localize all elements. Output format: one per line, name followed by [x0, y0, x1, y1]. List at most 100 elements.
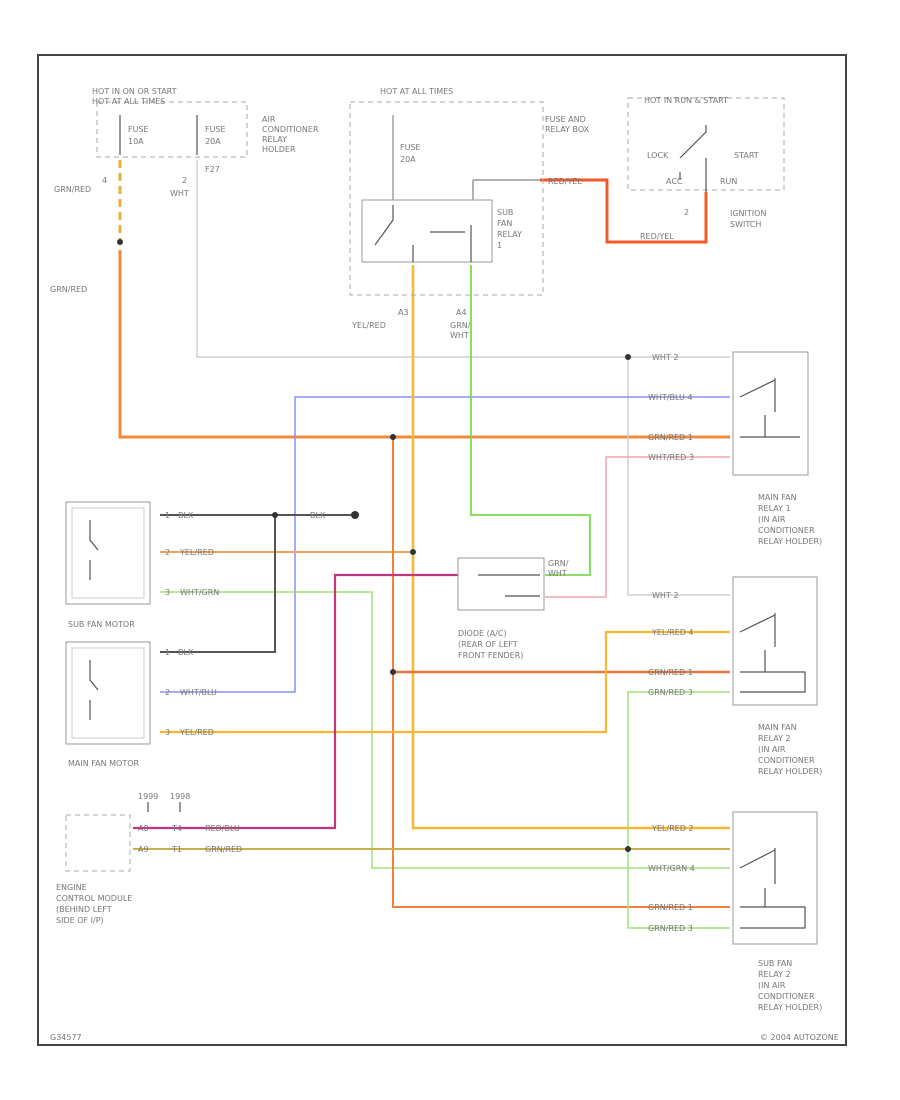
sub-fan-motor-body [65, 501, 151, 605]
mr2-wht: WHT 2 [652, 591, 678, 600]
main-fan-relay-2-switch [739, 613, 806, 693]
sr2-title-1: SUB FAN [758, 959, 792, 968]
sr2-title-4: CONDITIONER [758, 992, 815, 1001]
sfm-pin-3: 3 [165, 588, 170, 597]
diode-symbol [478, 574, 540, 597]
mfm-title: MAIN FAN MOTOR [68, 759, 140, 768]
mr1-title-2: RELAY 1 [758, 504, 791, 513]
wire-red-yel [540, 178, 708, 244]
wire-label-yel-red-a3: YEL/RED [351, 321, 386, 330]
fuse-block-outline [96, 101, 248, 158]
diode-body [457, 557, 545, 611]
mr1-wht-blu: WHT/BLU 4 [648, 393, 693, 402]
mr2-grn-red-3: GRN/RED 3 [648, 688, 693, 697]
wires [118, 115, 730, 929]
main-fan-motor-body [65, 641, 151, 745]
wire-label-grn-wht-a4-1: GRN/ [450, 321, 471, 330]
ecm-pin-a9: A9 [138, 845, 149, 854]
wire-wht-red [545, 456, 730, 598]
wire-grn-red-lg [627, 691, 730, 929]
ign-label-1: IGNITION [730, 209, 766, 218]
sfm-wht-grn: WHT/GRN [180, 588, 219, 597]
label-hot-run-start: HOT IN RUN & START [644, 96, 728, 105]
label-f27: F27 [205, 165, 220, 174]
ign-lock: LOCK [647, 151, 669, 160]
wire-label-wht: WHT [170, 189, 189, 198]
ecm-title-4: SIDE OF I/P) [56, 916, 104, 925]
mr2-title-5: RELAY HOLDER) [758, 767, 822, 776]
main-fan-relay-1-body [732, 351, 809, 476]
wire-label-grn-red-2: GRN/RED [50, 285, 87, 294]
mr1-title-1: MAIN FAN [758, 493, 797, 502]
sfm-blk: BLK [178, 511, 194, 520]
diode-title-3: FRONT FENDER) [458, 651, 523, 660]
sfm-yel-red: YEL/RED [179, 548, 214, 557]
ecm-year-markers [147, 802, 181, 812]
sfm-title: SUB FAN MOTOR [68, 620, 135, 629]
ecm-red-blu: RED/BLU [205, 824, 240, 833]
ignition-switch-contacts [679, 125, 707, 192]
ecm-title-1: ENGINE [56, 883, 87, 892]
fuse1-value: 10A [128, 137, 144, 146]
mfm-blk: BLK [178, 648, 194, 657]
ground-dot [351, 511, 359, 519]
ecm-pin-a8: A8 [138, 824, 149, 833]
ign-start: START [734, 151, 759, 160]
main-fan-motor-symbol [89, 660, 99, 720]
main-fan-relay-1-switch [739, 378, 800, 438]
fuse-relay-box-outline [349, 101, 544, 296]
mr1-wht: WHT 2 [652, 353, 678, 362]
ign-label-2: SWITCH [730, 220, 761, 229]
pin-a3-label: A3 [398, 308, 409, 317]
sub-fan-motor-inner [71, 507, 145, 599]
ecm-year-1998: 1998 [170, 792, 190, 801]
mfm-wht-blu: WHT/BLU [180, 688, 217, 697]
fuse2-name: FUSE [205, 125, 226, 134]
sub-fan-relay-1-label-4: 1 [497, 241, 502, 250]
wire-grn-wht-a4 [470, 265, 591, 576]
mfm-yel-red: YEL/RED [179, 728, 214, 737]
wire-label-red-yel-top: RED/YEL [548, 177, 582, 186]
mr1-title-5: RELAY HOLDER) [758, 537, 822, 546]
ecm-title-2: CONTROL MODULE [56, 894, 132, 903]
sub-fan-relay-1-switch [374, 205, 472, 262]
pin-4-label: 4 [102, 176, 107, 185]
mr1-wht-red: WHT/RED 3 [648, 453, 694, 462]
junctions [117, 239, 631, 852]
diode-title-2: (REAR OF LEFT [458, 640, 518, 649]
fuse3-name: FUSE [400, 143, 421, 152]
sub-fan-relay-2-switch [739, 848, 806, 929]
credits: © 2004 AUTOZONE [760, 1033, 839, 1042]
ecm-grn-red: GRN/RED [205, 845, 242, 854]
fuse-relay-box-label-2: RELAY BOX [545, 125, 590, 134]
diode-grn-1: GRN/ [548, 559, 569, 568]
wire-label-grn-wht-a4-2: WHT [450, 331, 469, 340]
ac-relay-holder-1: AIR [262, 115, 276, 124]
pin-2-label: 2 [182, 176, 187, 185]
mr1-title-4: CONDITIONER [758, 526, 815, 535]
ac-relay-holder-4: HOLDER [262, 145, 296, 154]
junction-dot [272, 512, 278, 518]
sr2-yel-red: YEL/RED 2 [651, 824, 694, 833]
mr1-title-3: (IN AIR [758, 515, 786, 524]
ecm-pin-t4: T4 [171, 824, 182, 833]
wire-wht-grn [160, 591, 730, 869]
junction-dot [410, 549, 416, 555]
fuse2-value: 20A [205, 137, 221, 146]
sr2-grn-red-3: GRN/RED 3 [648, 924, 693, 933]
sub-fan-relay-1-label-3: RELAY [497, 230, 522, 239]
ecm-outline [65, 814, 131, 872]
diode-title-1: DIODE (A/C) [458, 629, 507, 638]
mfm-pin-1: 1 [165, 648, 170, 657]
sfm-blk-2: BLK [310, 511, 326, 520]
sub-fan-motor-symbol [89, 520, 99, 580]
mfm-pin-3: 3 [165, 728, 170, 737]
diagram-frame [37, 54, 847, 1046]
diode-grn-2: WHT [548, 569, 567, 578]
junction-dot [625, 846, 631, 852]
wire-grn-red-main [118, 250, 730, 439]
wire-wht [196, 160, 730, 358]
ecm-title-3: (BEHIND LEFT [56, 905, 112, 914]
mr2-yel-red: YEL/RED 4 [651, 628, 694, 637]
